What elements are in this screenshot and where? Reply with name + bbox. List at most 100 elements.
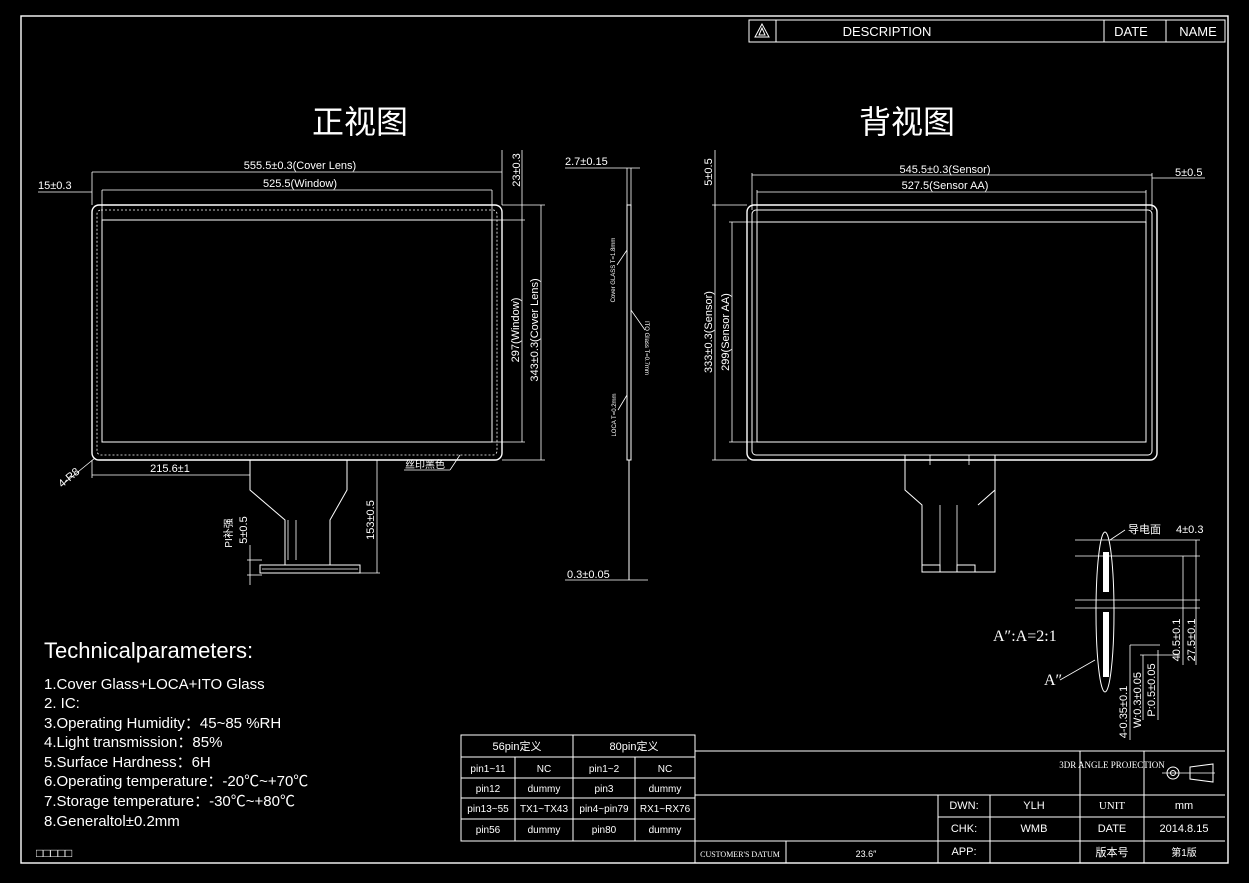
- revision-block: DESCRIPTION DATE NAME: [748, 19, 1226, 43]
- customer-datum-label: CUSTOMER'S DATUM: [700, 850, 780, 859]
- unit-label: UNIT: [1099, 800, 1126, 812]
- app-label: APP:: [951, 846, 976, 858]
- ito-glass-note: ITO Glass T=0.7mm: [643, 321, 649, 375]
- side-view: 2.7±0.15 0.3±0.05 Cover GLASS T=1.8mm IT…: [565, 156, 649, 581]
- date-label: DATE: [1098, 823, 1127, 835]
- back-right-offset-dim: 5±0.5: [1175, 167, 1202, 179]
- side-thickness-dim: 2.7±0.15: [565, 156, 608, 168]
- back-sensor-aa-outline: [756, 221, 1147, 443]
- detail-edge-dim: 4-0.35±0.1: [1118, 686, 1130, 739]
- pin-table-cell: dummy: [649, 784, 682, 795]
- pin-table-header-56: 56pin定义: [493, 739, 542, 753]
- loca-note: LOCA T=0.2mm: [612, 393, 618, 436]
- side-panel-stack: [626, 204, 632, 461]
- tech-line: 2. IC:: [44, 695, 80, 712]
- conductive-face-label: 导电面: [1128, 523, 1161, 536]
- chk-label: CHK:: [951, 823, 977, 835]
- tail-offset-dim: 215.6±1: [150, 463, 190, 475]
- pin-table: 56pin定义 80pin定义 pin1~11 NC pin1~2 NC pin12 du…: [460, 734, 696, 842]
- corner-radius-dim: 4-R8: [56, 466, 82, 491]
- rev-date-header: DATE: [1114, 24, 1148, 39]
- revision-triangle-icon: [754, 22, 770, 38]
- stiffener-dim: 5±0.5: [238, 516, 250, 543]
- tail-length-dim: 153±0.5: [365, 500, 377, 540]
- rev-description-header: DESCRIPTION: [843, 24, 932, 39]
- pin-table-cell: RX1~RX76: [640, 804, 691, 815]
- pin-table-cell: pin12: [476, 784, 501, 795]
- rev-name-header: NAME: [1179, 24, 1217, 39]
- pin-table-cell: NC: [658, 764, 672, 775]
- detail-width-dim: W:0.3±0.05: [1132, 672, 1144, 728]
- tech-line: 4.Light transmission：85%: [44, 734, 222, 751]
- unit-value: mm: [1175, 800, 1193, 812]
- front-fpc-tail: [249, 460, 348, 566]
- pin-table-cell: pin3: [595, 784, 614, 795]
- pin-table-cell: pin80: [592, 825, 617, 836]
- panel-size: 23.6″: [856, 849, 878, 859]
- front-cover-lens-outline: [91, 204, 503, 461]
- silk-print-label: 丝印黑色: [405, 458, 445, 471]
- dwn-value: YLH: [1023, 800, 1044, 812]
- back-sensor-outline: [746, 204, 1158, 461]
- sensor-aa-height-dim: 299(Sensor AA): [720, 293, 732, 371]
- date-value: 2014.8.15: [1160, 823, 1209, 835]
- pin-table-cell: dummy: [528, 784, 561, 795]
- tech-line: 6.Operating temperature：-20℃~+70℃: [44, 773, 308, 790]
- pin-table-cell: pin4~pin79: [579, 804, 629, 815]
- technical-parameters: Technicalparameters: 1.Cover Glass+LOCA+…: [44, 638, 308, 830]
- tech-line: 5.Surface Hardness：6H: [44, 754, 211, 771]
- dwn-label: DWN:: [949, 800, 978, 812]
- detail-dim-a: 40.5±0.1: [1171, 619, 1183, 662]
- tech-line: 1.Cover Glass+LOCA+ITO Glass: [44, 676, 265, 693]
- back-fpc-tail: [904, 455, 996, 573]
- detail-scale-label: A″:A=2:1: [993, 628, 1057, 645]
- detail-ellipse: [1095, 531, 1115, 693]
- cover-lens-width-dim: 555.5±0.3(Cover Lens): [244, 160, 356, 172]
- detail-view: 导电面 4±0.3 A″:A=2:1 A″ 40.5±0.1 27.5±0.1 …: [993, 523, 1203, 740]
- title-block: 3DR ANGLE PROJECTION DWN: YLH UNIT mm CH…: [694, 750, 1225, 863]
- front-top-offset-dim: 23±0.3: [511, 153, 523, 187]
- window-width-dim: 525.5(Window): [263, 178, 337, 190]
- window-height-dim: 297(Window): [510, 298, 522, 363]
- footer-mark: □□□□□: [36, 846, 72, 860]
- detail-marker-label: A″: [1044, 672, 1062, 689]
- detail-dim-b: 27.5±0.1: [1186, 619, 1198, 662]
- cover-lens-height-dim: 343±0.3(Cover Lens): [529, 278, 541, 381]
- pin-table-cell: dummy: [649, 825, 682, 836]
- front-left-offset-dim: 15±0.3: [38, 180, 72, 192]
- back-top-offset-dim: 5±0.5: [703, 158, 715, 185]
- version-label: 版本号: [1096, 845, 1129, 859]
- pin-table-cell: pin1~2: [589, 764, 620, 775]
- tech-line: 7.Storage temperature：-30℃~+80℃: [44, 793, 295, 810]
- sensor-width-dim: 545.5±0.3(Sensor): [899, 164, 990, 176]
- projection-symbol-icon: [1162, 763, 1215, 783]
- projection-label: 3DR ANGLE PROJECTION: [1059, 760, 1165, 770]
- pin-table-cell: pin1~11: [470, 764, 506, 775]
- back-view: 545.5±0.3(Sensor) 527.5(Sensor AA) 5±0.5…: [703, 150, 1205, 573]
- sheet-border: [20, 15, 1229, 864]
- stiffener-thickness-dim: 4±0.3: [1176, 524, 1203, 536]
- pin-table-cell: dummy: [528, 825, 561, 836]
- detail-pitch-dim: P:0.5±0.05: [1146, 663, 1158, 716]
- pin-table-cell: NC: [537, 764, 551, 775]
- front-window-outline: [101, 219, 493, 443]
- pin-table-cell: pin13~55: [467, 804, 509, 815]
- version-value: 第1版: [1171, 846, 1197, 859]
- stiffener-label: PI补强: [222, 518, 235, 547]
- pin-table-cell: pin56: [476, 825, 501, 836]
- cover-glass-note: Cover GLASS T=1.8mm: [611, 238, 617, 303]
- front-fpc-connector: [259, 564, 361, 574]
- pin-table-cell: TX1~TX43: [520, 804, 569, 815]
- front-view-title: 正视图: [312, 104, 408, 140]
- front-view: 555.5±0.3(Cover Lens) 525.5(Window) 15±0…: [38, 150, 545, 585]
- fpc-thickness-dim: 0.3±0.05: [567, 569, 610, 581]
- pin-table-header-80: 80pin定义: [610, 739, 659, 753]
- chk-value: WMB: [1021, 823, 1048, 835]
- back-view-title: 背视图: [859, 104, 955, 140]
- tech-title: Technicalparameters:: [44, 638, 253, 663]
- tech-line: 3.Operating Humidity：45~85 %RH: [44, 715, 281, 732]
- sensor-height-dim: 333±0.3(Sensor): [703, 291, 715, 373]
- sensor-aa-width-dim: 527.5(Sensor AA): [902, 180, 989, 192]
